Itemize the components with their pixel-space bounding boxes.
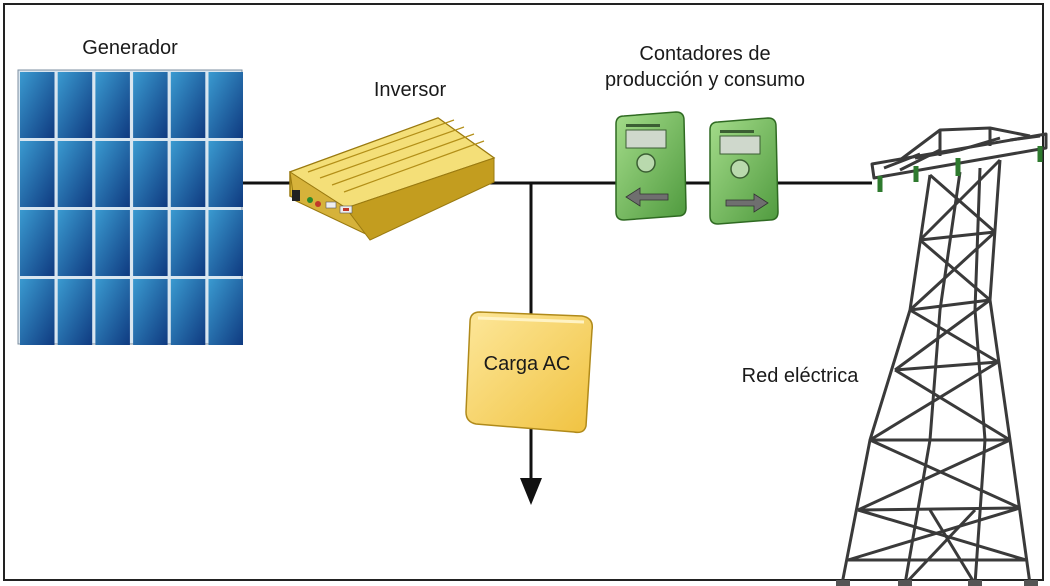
solar-cell	[20, 72, 55, 138]
meters-label-line2: producción y consumo	[604, 69, 806, 91]
solar-cell	[95, 210, 130, 276]
solar-cell	[208, 72, 243, 138]
meter-production-icon	[615, 111, 687, 221]
load-label: Carga AC	[483, 353, 571, 375]
meter-consumption-icon	[709, 117, 779, 225]
load-box-icon	[465, 311, 594, 434]
solar-cell	[170, 72, 206, 138]
inverter-label: Inversor	[373, 79, 447, 101]
solar-cell	[133, 210, 168, 276]
solar-cell	[20, 210, 55, 276]
solar-cell	[95, 279, 130, 345]
solar-cell	[133, 141, 168, 207]
solar-cell	[170, 210, 206, 276]
inverter-icon	[288, 117, 496, 241]
solar-cell	[170, 141, 206, 207]
wiring	[240, 181, 872, 505]
generator-label: Generador	[82, 37, 178, 59]
solar-cell	[170, 279, 206, 345]
solar-cell	[208, 210, 243, 276]
solar-cell	[20, 141, 55, 207]
solar-cell	[133, 279, 168, 345]
solar-cell	[20, 279, 55, 345]
solar-cell	[208, 141, 243, 207]
solar-cell	[95, 141, 130, 207]
solar-cell	[208, 279, 243, 345]
solar-cell	[57, 210, 93, 276]
meters-label-line1: Contadores de	[639, 43, 771, 65]
solar-cell	[57, 279, 93, 345]
solar-cell	[57, 72, 93, 138]
solar-panel-icon	[17, 69, 243, 345]
solar-cell	[95, 72, 130, 138]
solar-cell	[133, 72, 168, 138]
load-arrow-icon	[520, 478, 542, 505]
grid-label: Red eléctrica	[741, 365, 859, 387]
solar-cell	[57, 141, 93, 207]
transmission-tower-icon	[836, 126, 1048, 586]
